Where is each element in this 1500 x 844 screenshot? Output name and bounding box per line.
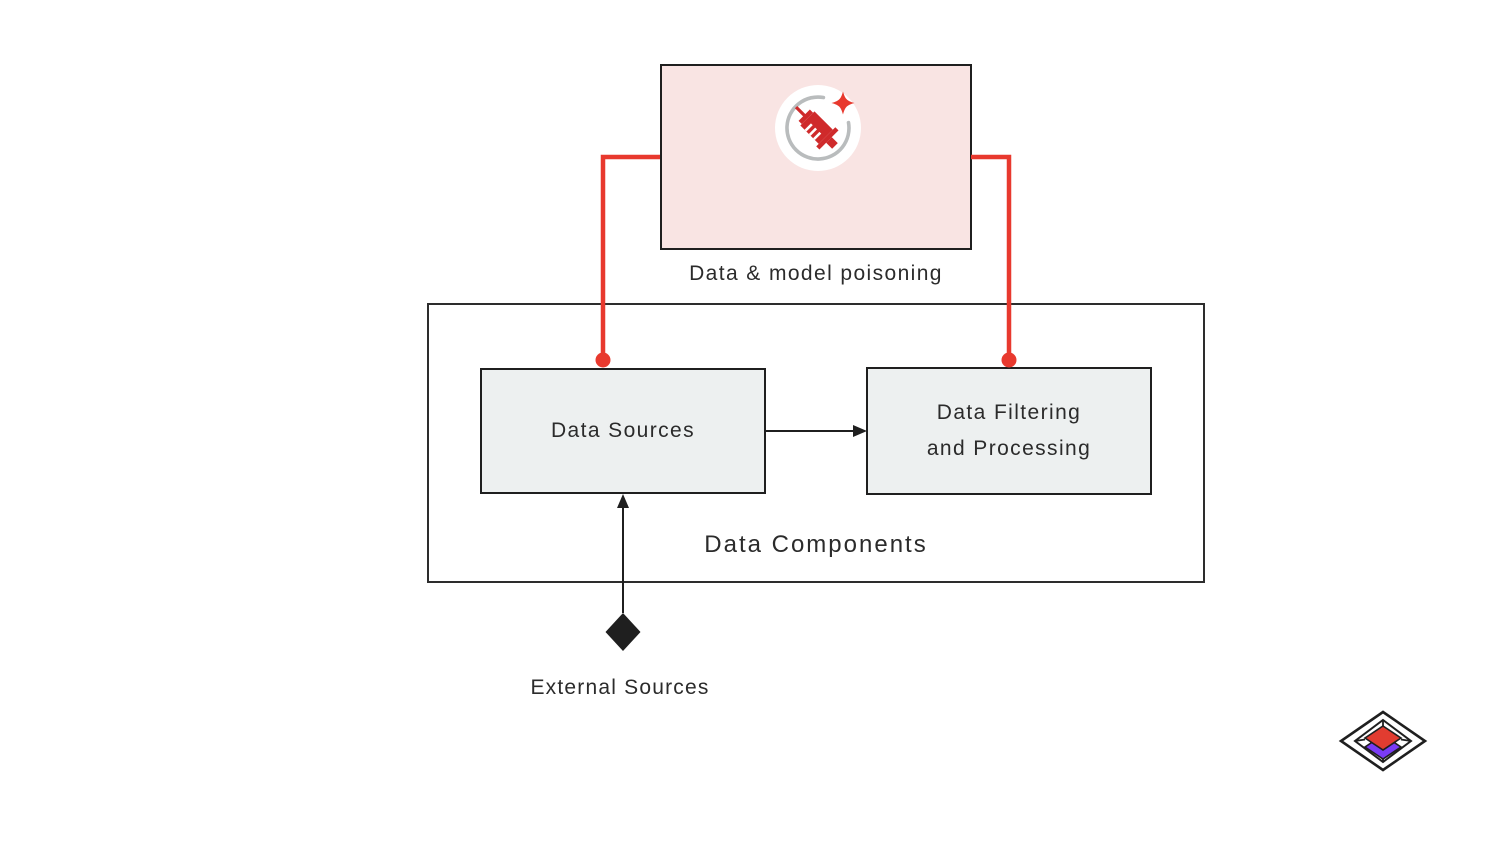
external-sources-label: External Sources [530, 676, 710, 699]
logo-red-layer [1363, 725, 1403, 751]
threat-node-data-model-poisoning: Data & model poisoning [660, 64, 972, 285]
node-data-sources: Data Sources [480, 368, 766, 494]
circular-arc-icon [785, 95, 851, 161]
poisoning-icon-badge [768, 78, 868, 178]
node-data-filtering: Data Filtering and Processing [866, 367, 1152, 495]
sparkle-icon [831, 91, 855, 115]
node-data-filtering-label-line1: Data Filtering [936, 401, 1082, 424]
syringe-icon [794, 105, 839, 150]
syringe-poisoning-icon [775, 85, 861, 171]
threat-node-label: Data & model poisoning [689, 262, 943, 285]
node-data-sources-label: Data Sources [550, 419, 696, 442]
brand-logo [1337, 707, 1429, 775]
data-components-label: Data Components [704, 531, 928, 558]
isometric-layers-logo-icon [1338, 710, 1428, 772]
diamond-connector-icon [605, 613, 641, 651]
node-data-filtering-label-line2: and Processing [926, 437, 1092, 460]
